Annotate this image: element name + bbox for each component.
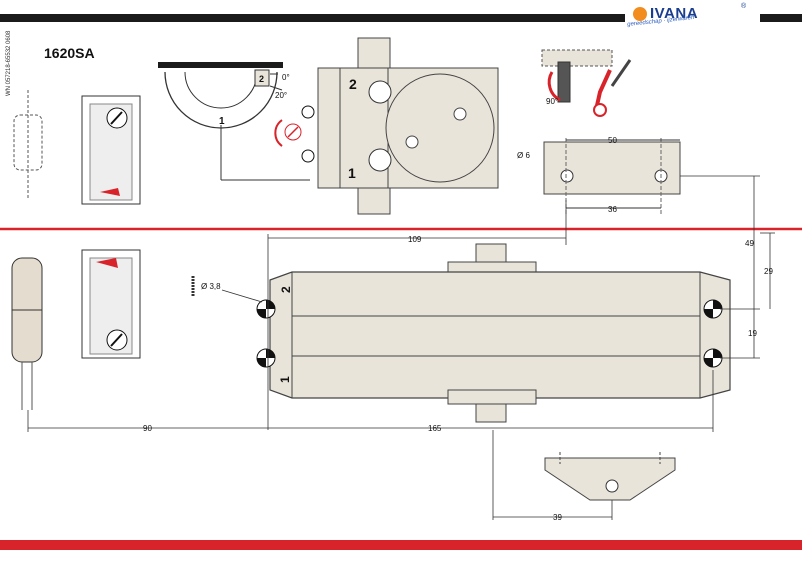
dim-29: 29	[764, 267, 773, 276]
dimension-lines	[27, 175, 775, 520]
angle-20-label: 20°	[275, 91, 287, 100]
mounting-bracket	[544, 452, 676, 501]
brand-logo-text: IVANA	[650, 5, 699, 22]
hinge-top-dashed	[13, 90, 43, 200]
body-label-1: 1	[278, 376, 292, 383]
header-bar-left	[0, 14, 625, 22]
dim-50: 50	[608, 136, 617, 145]
angle-90-label: 90°	[546, 97, 558, 106]
door-illustration-top	[81, 95, 141, 205]
mounting-hole-markers	[256, 299, 723, 368]
closer-body	[269, 243, 731, 423]
header-bar-right	[760, 14, 802, 22]
body-label-2: 2	[279, 286, 293, 293]
dim-165: 165	[428, 424, 442, 433]
sweep-position-1-label: 1	[219, 116, 225, 127]
dia-3-8-label: Ø 3,8	[201, 282, 221, 291]
angle-0-label: 0°	[282, 73, 290, 82]
dim-39: 39	[553, 513, 562, 522]
brand-logo-icon	[633, 7, 647, 21]
closer-side-view	[317, 37, 499, 215]
model-number: 1620SA	[44, 45, 95, 61]
arm-plate	[543, 138, 681, 214]
door-illustration-bottom	[81, 249, 141, 359]
hinge-bottom	[11, 257, 43, 410]
arm-detail	[541, 49, 632, 117]
registered-mark: ®	[741, 3, 747, 10]
dia-6-label: Ø 6	[517, 151, 530, 160]
screw-1-label: 1	[348, 165, 356, 181]
dim-49: 49	[745, 239, 754, 248]
dim-90: 90	[143, 424, 152, 433]
dim-109: 109	[408, 235, 422, 244]
drill-leader-line	[221, 289, 263, 303]
sweep-position-2-label: 2	[259, 74, 264, 84]
speed-adjust-icons	[274, 105, 315, 163]
dim-36: 36	[608, 205, 617, 214]
dim-19: 19	[748, 329, 757, 338]
screw-2-label: 2	[349, 76, 357, 92]
footer-red-bar	[0, 540, 802, 550]
arm-sweep-diagram	[158, 62, 310, 181]
